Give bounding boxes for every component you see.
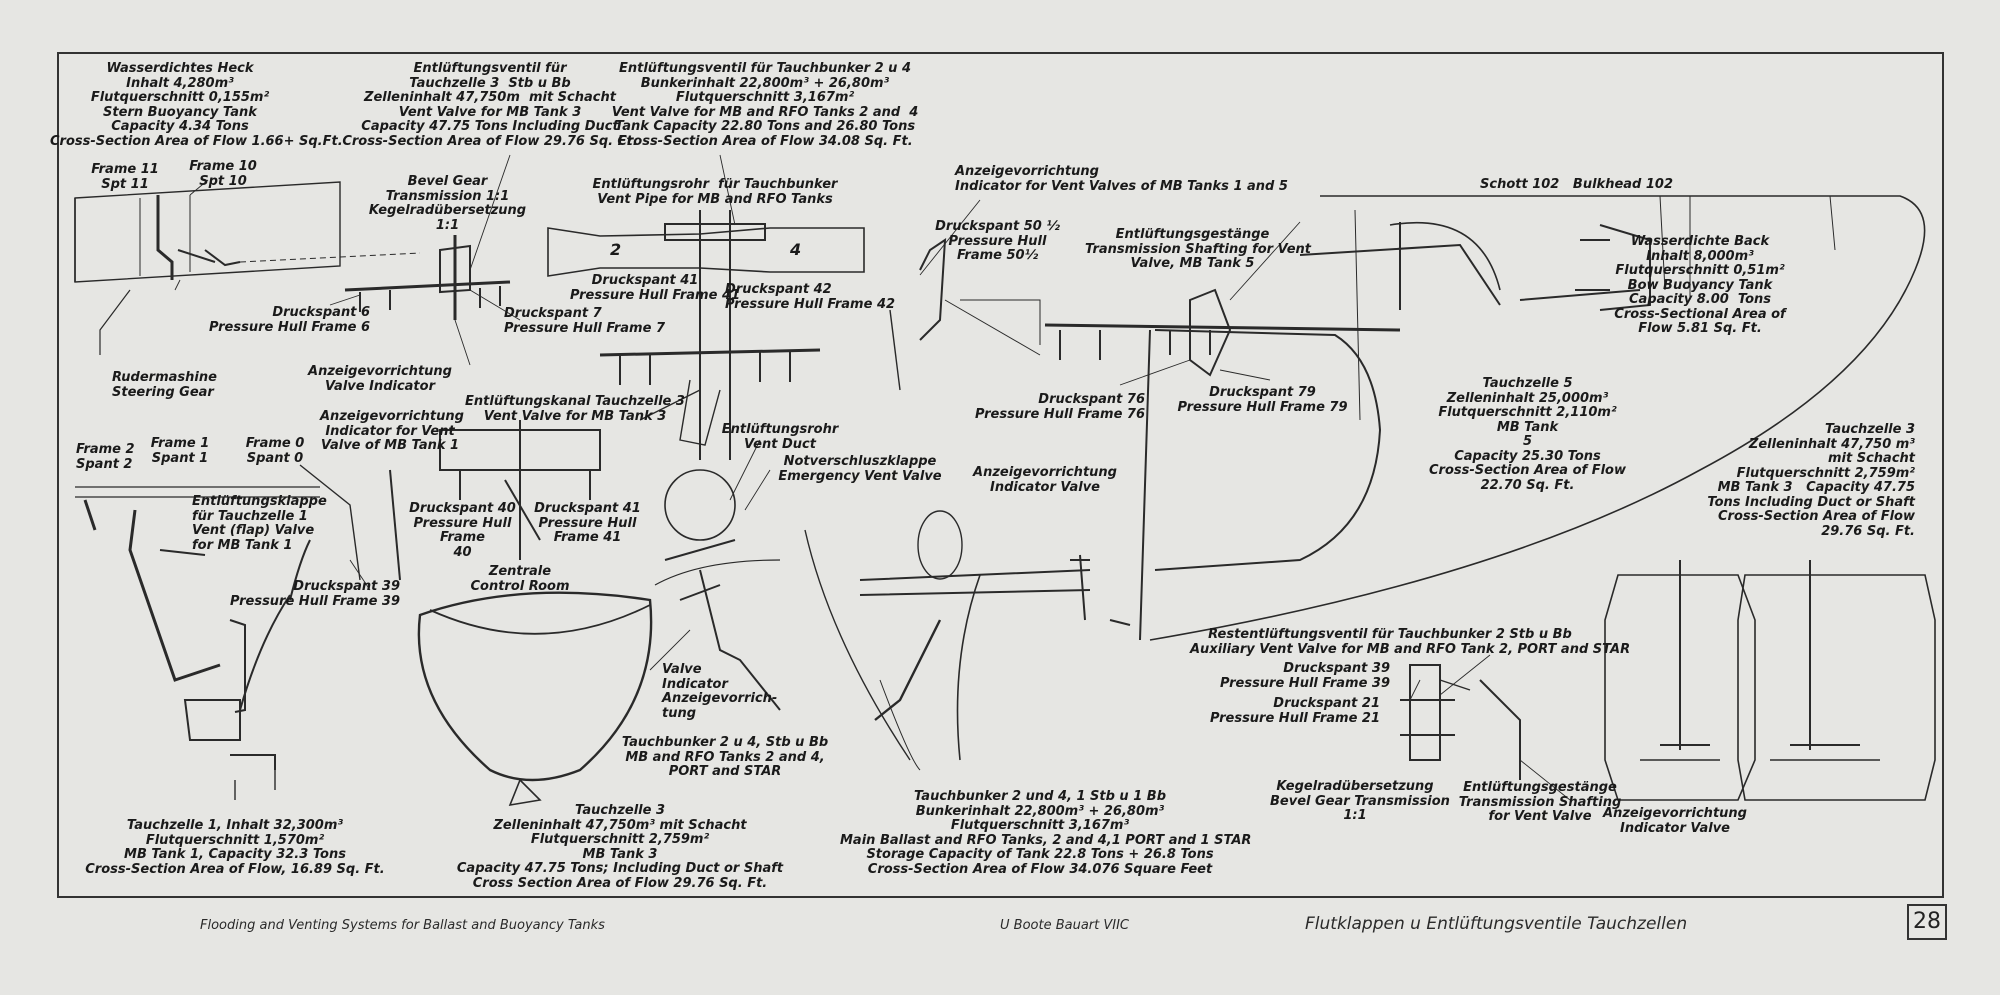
frame40-label: Druckspant 40 Pressure Hull Frame 40 [409, 501, 516, 560]
aux-vent-label: Restentlüftungsventil für Tauchbunker 2 … [1190, 627, 1631, 657]
frame0-label: Frame 0 Spant 0 [245, 436, 305, 466]
frame6-label: Druckspant 6 Pressure Hull Frame 6 [209, 305, 370, 335]
transmission-tank5-label: Entlüftungsgestänge Transmission Shaftin… [1085, 227, 1311, 271]
indicator-tank1-label: Anzeigevorrichtung Indicator for Vent Va… [320, 409, 464, 453]
vent-duct-label: Entlüftungsrohr Vent Duct [721, 422, 839, 452]
rudder-label: Rudermashine Steering Gear [112, 370, 217, 400]
valve-indicator-mid-label: Valve Indicator Anzeigevorrich- tung [662, 662, 778, 721]
frame41b-label: Druckspant 41 Pressure Hull Frame 41 [534, 501, 641, 545]
indicator-column-sketch [889, 238, 1041, 391]
bevel-gear-label: Bevel Gear Transmission 1:1 Kegelradüber… [368, 174, 527, 233]
footer-center-caption: U Boote Bauart VIIC [1000, 918, 1130, 933]
bulkhead-label: Schott 102 Bulkhead 102 [1480, 177, 1674, 192]
vent-pipe-sketch [547, 210, 865, 460]
vent-channel-label: Entlüftungskanal Tauchzelle 3 Vent Valve… [465, 394, 685, 424]
frame76-label: Druckspant 76 Pressure Hull Frame 76 [974, 392, 1145, 422]
tank3-right-label: Tauchzelle 3 Zelleninhalt 47,750 m³ mit … [1707, 422, 1915, 539]
indicator-valve-mid-label: Anzeigevorrichtung Indicator Valve [973, 465, 1117, 495]
indicator-valve-right-label: Anzeigevorrichtung Indicator Valve [1603, 806, 1747, 836]
flap-valve-label: Entlüftungsklappe für Tauchzelle 1 Vent … [192, 494, 327, 553]
bunker-port-star-label: Tauchbunker 2 u 4, Stb u Bb MB and RFO T… [621, 735, 829, 779]
frame2-label: Frame 2 Spant 2 [76, 442, 135, 472]
emergency-valve-sketch [654, 469, 781, 711]
emergency-valve-label: Notverschluszklappe Emergency Vent Valve [778, 454, 942, 484]
bow-outline [960, 195, 1926, 641]
page-number: 28 [1907, 904, 1947, 940]
tank1-label: Tauchzelle 1, Inhalt 32,300m³ Flutquersc… [85, 818, 385, 877]
vent-pipe-label: Entlüftungsrohr für Tauchbunker Vent Pip… [592, 177, 838, 207]
frame41a-label: Druckspant 41 Pressure Hull Frame 41 [570, 273, 741, 303]
control-room-label: Zentrale Control Room [470, 564, 570, 594]
stern-tank-label: Wasserdichtes Heck Inhalt 4,280m³ Flutqu… [50, 61, 343, 149]
vent-valve-tank3-label: Entlüftungsventil für Tauchzelle 3 Stb u… [342, 61, 638, 149]
indicator-mb15-label: Anzeigevorrichtung Indicator for Vent Va… [955, 164, 1288, 194]
frame50-label: Druckspant 50 ½ Pressure Hull Frame 50½ [935, 219, 1060, 263]
control-room-sketch [417, 420, 653, 807]
vent-valve-bunker-label: Entlüftungsventil für Tauchbunker 2 u 4 … [611, 61, 919, 149]
frame39a-label: Druckspant 39 Pressure Hull Frame 39 [229, 579, 400, 609]
tank-number-4: 4 [790, 240, 802, 259]
bow-tank-label: Wasserdichte Back Inhalt 8,000m³ Flutque… [1614, 234, 1786, 336]
transmission-vent-label: Entlüftungsgestänge Transmission Shaftin… [1458, 780, 1622, 824]
frame39b-label: Druckspant 39 Pressure Hull Frame 39 [1219, 661, 1390, 691]
bevel-gear-bottom-label: Kegelradübersetzung Bevel Gear Transmiss… [1270, 779, 1450, 823]
frame11-label: Frame 11 Spt 11 [91, 162, 159, 192]
frame7-label: Druckspant 7 Pressure Hull Frame 7 [504, 306, 665, 336]
frame1-label: Frame 1 Spant 1 [150, 436, 210, 466]
tank3-bottom-label: Tauchzelle 3 Zelleninhalt 47,750m³ mit S… [456, 803, 784, 891]
stern-tank-sketch [74, 181, 421, 355]
tank-number-2: 2 [610, 240, 622, 259]
aux-vent-sketch [1400, 664, 1521, 780]
drawing-border [57, 52, 1944, 898]
tank-cross-section-sketch [1604, 560, 1936, 801]
frame42-label: Druckspant 42 Pressure Hull Frame 42 [725, 282, 896, 312]
frame10-label: Frame 10 Spt 10 [189, 159, 257, 189]
frame21-label: Druckspant 21 Pressure Hull Frame 21 [1209, 696, 1380, 726]
bunker-bottom-label: Tauchbunker 2 und 4, 1 Stb u 1 Bb Bunker… [840, 789, 1252, 877]
footer-right-caption: Flutklappen u Entlüftungsventile Tauchze… [1305, 914, 1688, 934]
valve-indicator-top-label: Anzeigevorrichtung Valve Indicator [308, 364, 452, 394]
frame79-label: Druckspant 79 Pressure Hull Frame 79 [1177, 385, 1348, 415]
footer-left-caption: Flooding and Venting Systems for Ballast… [200, 918, 605, 933]
flap-valve-sketch [75, 464, 401, 800]
tank5-label: Tauchzelle 5 Zelleninhalt 25,000m³ Flutq… [1429, 376, 1626, 493]
indicator-valve-sketch [804, 510, 1131, 771]
